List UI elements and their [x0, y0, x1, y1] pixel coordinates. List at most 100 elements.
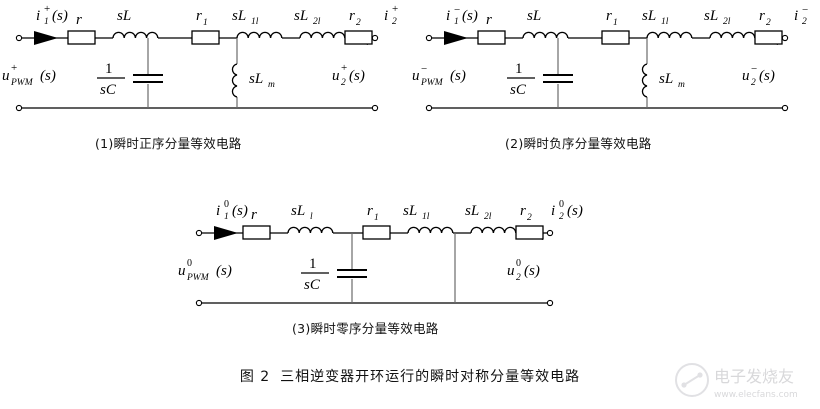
svg-text:r: r — [349, 8, 355, 24]
svg-text:−: − — [421, 63, 427, 75]
svg-text:1: 1 — [454, 17, 459, 27]
svg-text:−: − — [802, 4, 808, 16]
label-capacitor-impedance: 1 sC — [97, 61, 125, 98]
svg-text:sL: sL — [291, 203, 305, 219]
svg-text:i: i — [36, 8, 40, 24]
svg-text:1l: 1l — [422, 212, 430, 222]
label-resistor-r2: r 2 — [759, 8, 771, 28]
svg-text:1: 1 — [374, 213, 379, 223]
figure-number: 图 2 — [239, 369, 271, 385]
svg-text:PWM: PWM — [186, 273, 210, 283]
terminal-output-top — [371, 34, 379, 42]
terminal-input-top — [425, 34, 433, 42]
svg-text:r: r — [606, 8, 612, 24]
svg-text:sL: sL — [117, 8, 131, 24]
label-inductor-sL: sL — [527, 8, 541, 24]
svg-text:i: i — [551, 203, 555, 219]
terminal-output-bottom — [781, 104, 789, 112]
inductor-sL1l — [236, 31, 283, 39]
inductor-sLm — [231, 63, 238, 98]
capacitor-plates-icon — [337, 268, 367, 279]
label-inductor-sL1l: sL 1l — [232, 8, 259, 27]
svg-text:(s): (s) — [567, 203, 583, 219]
terminal-output-bottom — [546, 299, 554, 307]
circuit-1-svg: i 1 + (s) u PWM + (s) r sL — [2, 3, 398, 112]
svg-text:1: 1 — [44, 17, 49, 27]
circuit-positive-sequence: i 1 + (s) u PWM + (s) r sL — [0, 0, 400, 128]
label-inductor-sL1l: sL 1l — [642, 8, 669, 27]
svg-text:(s): (s) — [349, 68, 365, 84]
label-input-current: i 1 0 (s) — [216, 199, 248, 222]
svg-text:1: 1 — [224, 212, 229, 222]
svg-text:2l: 2l — [313, 17, 321, 27]
svg-text:sL: sL — [527, 8, 541, 24]
svg-text:PWM: PWM — [420, 78, 444, 88]
svg-text:2: 2 — [341, 78, 346, 88]
label-input-voltage: u PWM 0 (s) — [178, 258, 232, 283]
label-inductor-sL2l: sL 2l — [704, 8, 731, 27]
svg-text:u: u — [332, 68, 340, 84]
label-resistor-r2: r 2 — [349, 8, 361, 28]
terminal-input-bottom — [425, 104, 433, 112]
svg-text:sL: sL — [659, 71, 673, 87]
svg-text:2l: 2l — [484, 212, 492, 222]
svg-text:u: u — [178, 263, 186, 279]
svg-text:0: 0 — [516, 258, 521, 269]
label-output-current-group: i 2 0 (s) — [551, 199, 583, 222]
svg-text:sL: sL — [465, 203, 479, 219]
label-inductor-sLl: sL l — [291, 203, 313, 222]
figure-caption-text: 三相逆变器开环运行的瞬时对称分量等效电路 — [280, 369, 581, 385]
svg-text:(s): (s) — [216, 263, 232, 279]
resistor-r1 — [191, 30, 220, 45]
svg-text:2: 2 — [527, 213, 532, 223]
svg-text:−: − — [751, 63, 757, 75]
svg-text:m: m — [268, 80, 275, 90]
label-input-voltage: u PWM + (s) — [2, 62, 56, 88]
svg-text:r: r — [367, 203, 373, 219]
label-inductor-sLm: sL m — [659, 71, 685, 90]
svg-text:m: m — [678, 80, 685, 90]
resistor-r2 — [344, 30, 373, 45]
svg-text:1: 1 — [309, 256, 317, 272]
svg-text:2l: 2l — [723, 17, 731, 27]
input-current-arrow-icon — [34, 31, 58, 45]
inductor-sL1l — [646, 31, 693, 39]
resistor-r — [67, 30, 96, 45]
svg-text:PWM: PWM — [10, 78, 34, 88]
label-output-voltage: u 2 − (s) — [742, 63, 775, 88]
svg-text:0: 0 — [187, 258, 192, 269]
svg-text:sC: sC — [510, 82, 527, 98]
label-output-current-group: i 2 − (s) — [794, 4, 808, 27]
resistor-r1 — [362, 225, 391, 240]
svg-text:sL: sL — [232, 8, 246, 24]
terminal-input-bottom — [15, 104, 23, 112]
svg-text:r: r — [759, 8, 765, 24]
label-resistor-r2: r 2 — [520, 203, 532, 223]
sub-caption-1: (1)瞬时正序分量等效电路 — [95, 136, 242, 151]
svg-text:l: l — [310, 212, 313, 222]
svg-text:r: r — [196, 8, 202, 24]
label-inductor-sLm: sL m — [249, 71, 275, 90]
svg-text:r: r — [251, 207, 257, 223]
watermark-url: www.elecfans.com — [714, 390, 798, 400]
svg-text:+: + — [341, 62, 347, 74]
svg-text:(s): (s) — [450, 68, 466, 84]
svg-text:1l: 1l — [251, 17, 259, 27]
svg-text:u: u — [412, 68, 420, 84]
label-inductor-sL1l: sL 1l — [403, 203, 430, 222]
svg-text:2: 2 — [802, 17, 807, 27]
svg-text:sL: sL — [294, 8, 308, 24]
circuit-3-svg: i 1 0 (s) u PWM 0 (s) r sL l r 1 — [178, 199, 583, 307]
svg-text:+: + — [44, 3, 50, 15]
label-resistor-r: r — [251, 207, 257, 223]
svg-text:(s): (s) — [462, 8, 478, 24]
label-inductor-sL: sL — [117, 8, 131, 24]
inductor-sL2l — [470, 226, 517, 234]
terminal-output-bottom — [371, 104, 379, 112]
circuit-2-svg: i 1 − (s) u PWM − (s) r sL r 1 — [412, 4, 808, 112]
capacitor-plates-icon — [543, 73, 573, 84]
label-resistor-r1: r 1 — [367, 203, 379, 223]
terminal-input-bottom — [195, 299, 203, 307]
svg-text:1: 1 — [613, 18, 618, 28]
svg-text:2: 2 — [751, 78, 756, 88]
